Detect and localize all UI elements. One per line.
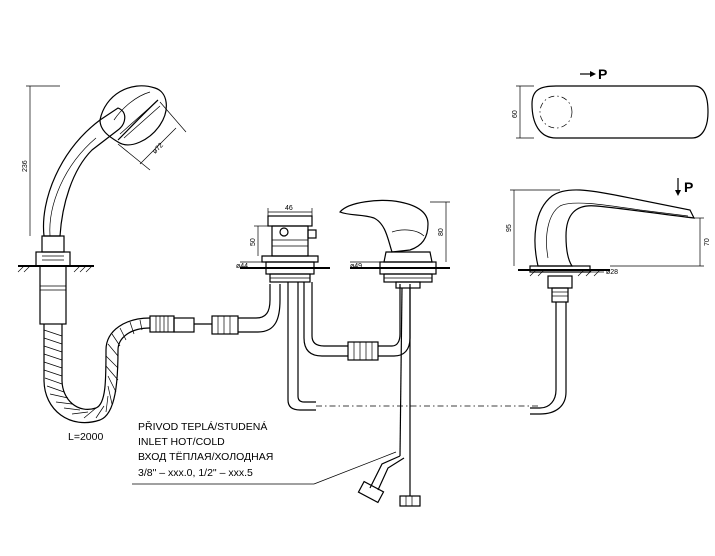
mixer-handle-height-dim: 50 (250, 238, 257, 246)
mixer-width-dim: 46 (285, 205, 293, 212)
side-view-arrow-label: P (684, 179, 693, 195)
diverter-body: 46 50 ø44 (236, 205, 348, 411)
top-view-width-dim: 60 (512, 110, 519, 118)
tap-height-dim: 80 (438, 228, 445, 236)
spout-top-view: 60 P (512, 66, 709, 139)
spout-height-dim: 95 (506, 224, 513, 232)
shower-height-dim: 236 (22, 160, 29, 172)
inlet-label: PŘIVOD TEPLÁ/STUDENÁ INLET HOT/COLD ВХОД… (132, 420, 397, 485)
tap-base-dia-dim: ø49 (350, 263, 362, 270)
hose-length-label: L=2000 (68, 431, 103, 443)
inlet-label-line4: 3/8" – xxx.0, 1/2" – xxx.5 (138, 467, 253, 479)
spout-side-view: 95 70 ø28 P (506, 178, 711, 415)
inlet-label-line1: PŘIVOD TEPLÁ/STUDENÁ (138, 420, 267, 433)
top-view-arrow-label: P (598, 66, 607, 82)
mixer-base-dia-dim: ø44 (236, 263, 248, 270)
spout-base-dia-dim: ø28 (606, 269, 618, 276)
spout-outlet-height-dim: 70 (704, 238, 711, 246)
flex-hose: L=2000 (43, 284, 281, 443)
tap-lever: ø49 80 (339, 199, 450, 507)
inlet-label-line3: ВХОД ТЁПЛАЯ/ХОЛОДНАЯ (138, 451, 273, 463)
inlet-label-line2: INLET HOT/COLD (138, 436, 225, 448)
shower-head-dia-dim: ø72 (151, 142, 165, 156)
hand-shower: 236 ø72 (17, 85, 187, 325)
